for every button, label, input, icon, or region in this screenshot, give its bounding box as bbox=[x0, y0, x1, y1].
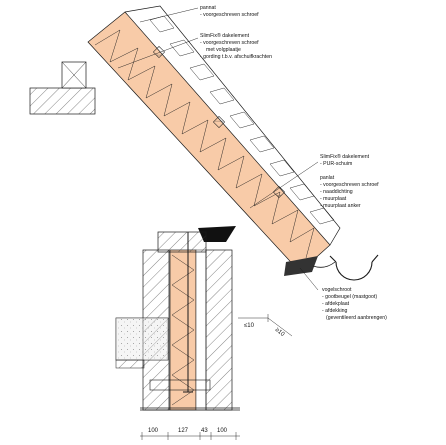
label-lower-0: vogelschroot bbox=[322, 287, 352, 293]
label-middle-0: SlimFix® dakelement bbox=[320, 153, 370, 160]
label-lower: vogelschroot - gootbeugel (mastgoot) - a… bbox=[322, 287, 387, 321]
dim-max-10: ≤10 bbox=[244, 323, 255, 329]
label-upper-1: - voorgeschreven schroef bbox=[200, 40, 259, 46]
dim-100-b: 100 bbox=[217, 428, 228, 434]
cavity-wall bbox=[115, 231, 240, 411]
dim-43: 43 bbox=[201, 428, 208, 434]
roof-element bbox=[87, 5, 341, 276]
battens bbox=[152, 45, 286, 199]
label-top: pannat - voorgeschreven schroef bbox=[200, 5, 259, 18]
label-upper-3: - gording t.b.v. afschuifkrachten bbox=[200, 54, 272, 60]
slope-dimensions: ≤10 ≥10 bbox=[238, 314, 293, 338]
label-lower-2: - afdekplaat bbox=[322, 301, 350, 307]
dim-100-a: 100 bbox=[148, 428, 159, 434]
dim-127: 127 bbox=[178, 428, 189, 434]
label-lower-3: - afdekking bbox=[322, 308, 347, 314]
label-upper-2: met volgplaatje bbox=[206, 47, 241, 53]
insulation-zigzag bbox=[94, 29, 315, 259]
ventilation-strip bbox=[284, 256, 318, 276]
label-lower-1: - gootbeugel (mastgoot) bbox=[322, 294, 377, 300]
label-middle-4: - naaddichting bbox=[320, 189, 353, 195]
label-upper-0: SlimFix® dakelement bbox=[200, 32, 250, 39]
label-middle-6: - muurplaat anker bbox=[320, 203, 361, 209]
label-middle-2: panlat bbox=[320, 175, 335, 181]
label-top-1: - voorgeschreven schroef bbox=[200, 12, 259, 18]
label-middle-3: - voorgeschreven schroef bbox=[320, 182, 379, 188]
label-middle: SlimFix® dakelement - PUR-schuim panlat … bbox=[320, 153, 379, 209]
bottom-dimension-chain: 100 127 43 100 bbox=[140, 428, 240, 440]
purlin-support bbox=[29, 61, 96, 115]
label-middle-1: - PUR-schuim bbox=[320, 161, 352, 167]
label-lower-4: (geventileerd aanbrengen) bbox=[326, 315, 387, 321]
leader-lines bbox=[117, 7, 319, 291]
label-middle-5: - muurplaat bbox=[320, 196, 347, 202]
gutter bbox=[312, 254, 379, 281]
roof-top-boards bbox=[124, 5, 341, 246]
label-upper: SlimFix® dakelement - voorgeschreven sch… bbox=[200, 32, 272, 60]
roof-tiles bbox=[149, 15, 335, 225]
dim-min-10: ≥10 bbox=[274, 327, 286, 338]
label-top-0: pannat bbox=[200, 5, 216, 11]
eave-seal bbox=[198, 226, 236, 242]
